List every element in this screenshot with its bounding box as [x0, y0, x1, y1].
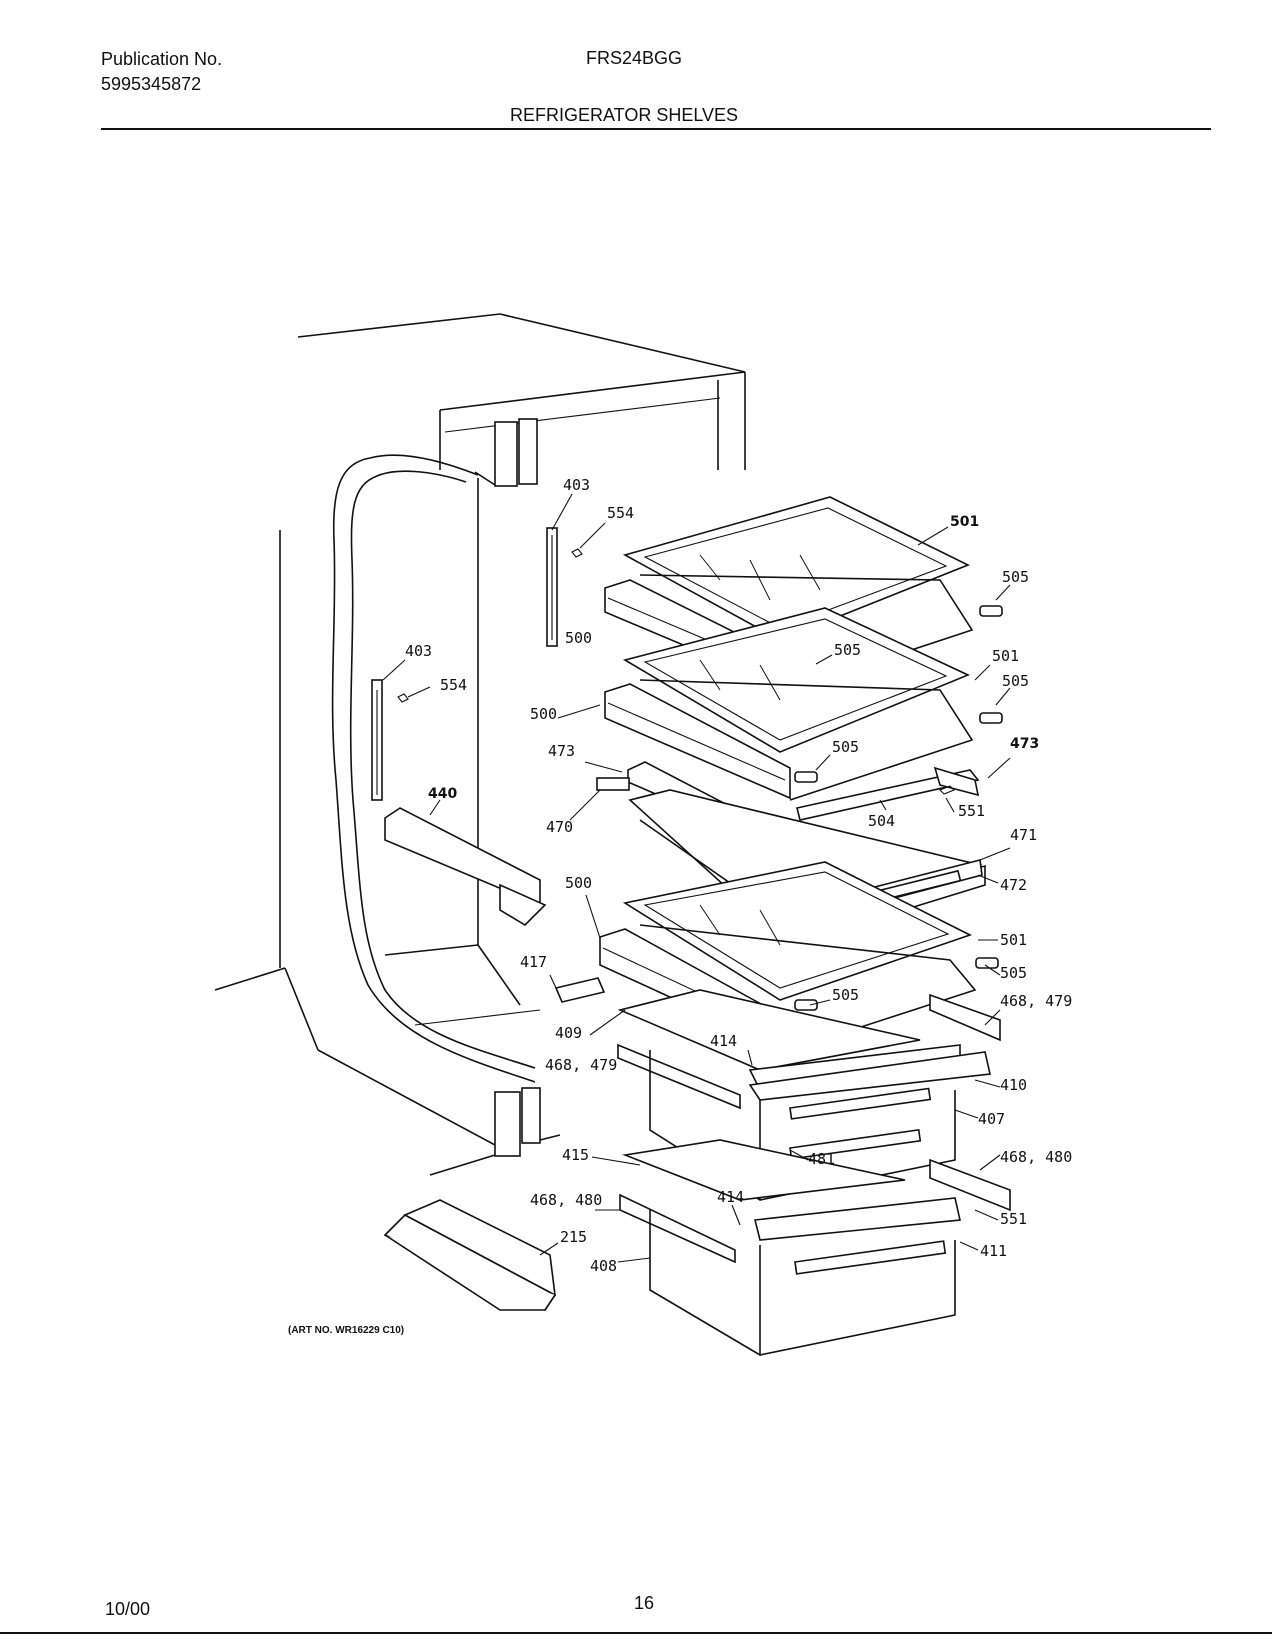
- callout-505: 505: [1002, 568, 1029, 586]
- callout-468-480: 468, 480: [1000, 1148, 1072, 1166]
- callout-505: 505: [1002, 672, 1029, 690]
- publication-label: Publication No.: [101, 49, 223, 69]
- cabinet-drawing: [214, 313, 746, 1176]
- callout-414: 414: [717, 1188, 744, 1206]
- art-number: (ART NO. WR16229 C10): [288, 1325, 404, 1336]
- door-bin: [383, 1199, 557, 1312]
- section-title: REFRIGERATOR SHELVES: [510, 105, 739, 125]
- callout-468-479: 468, 479: [545, 1056, 617, 1074]
- callout-505: 505: [832, 986, 859, 1004]
- callout-501: 501: [992, 647, 1019, 665]
- callout-554: 554: [607, 504, 634, 522]
- trim-strip: [384, 807, 547, 927]
- callout-labels: 403 554 500 501 505 505 403 554 501 505 …: [288, 476, 1072, 1336]
- leader-lines: [382, 493, 1011, 1263]
- callout-470: 470: [546, 818, 573, 836]
- callout-414: 414: [710, 1032, 737, 1050]
- callout-403: 403: [563, 476, 590, 494]
- callout-472: 472: [1000, 876, 1027, 894]
- callout-471: 471: [1010, 826, 1037, 844]
- crisper-drawer-upper: [617, 989, 991, 1201]
- callout-500: 500: [565, 874, 592, 892]
- callout-551: 551: [1000, 1210, 1027, 1228]
- header-rule: [101, 128, 1211, 130]
- callout-481: 481: [808, 1150, 835, 1168]
- callout-501: 501: [950, 514, 979, 530]
- callout-500: 500: [530, 705, 557, 723]
- callout-504: 504: [868, 812, 895, 830]
- callout-215: 215: [560, 1228, 587, 1246]
- callout-500: 500: [565, 629, 592, 647]
- callout-551: 551: [958, 802, 985, 820]
- callout-505: 505: [1000, 964, 1027, 982]
- footer-date: 10/00: [105, 1599, 151, 1619]
- callout-505: 505: [834, 641, 861, 659]
- callout-411: 411: [980, 1242, 1007, 1260]
- callout-410: 410: [1000, 1076, 1027, 1094]
- callout-505: 505: [832, 738, 859, 756]
- callout-403: 403: [405, 642, 432, 660]
- callout-409: 409: [555, 1024, 582, 1042]
- callout-468-480: 468, 480: [530, 1191, 602, 1209]
- callout-440: 440: [428, 786, 457, 802]
- callout-415: 415: [562, 1146, 589, 1164]
- callout-407: 407: [978, 1110, 1005, 1128]
- page-number: 16: [634, 1593, 655, 1613]
- callout-501: 501: [1000, 931, 1027, 949]
- publication-number: 5995345872: [101, 74, 202, 94]
- callout-554: 554: [440, 676, 467, 694]
- model-number: FRS24BGG: [586, 48, 683, 68]
- callout-417: 417: [520, 953, 547, 971]
- callout-408: 408: [590, 1257, 617, 1275]
- crisper-drawer-lower: [619, 1139, 1011, 1356]
- callout-468-479: 468, 479: [1000, 992, 1072, 1010]
- shelf-support-lower: [371, 679, 409, 801]
- shelf-support-upper: [546, 527, 583, 647]
- glass-shelf-middle: [604, 607, 1003, 801]
- callout-473: 473: [1010, 736, 1039, 752]
- callout-473: 473: [548, 742, 575, 760]
- footer-rule: [0, 1632, 1272, 1634]
